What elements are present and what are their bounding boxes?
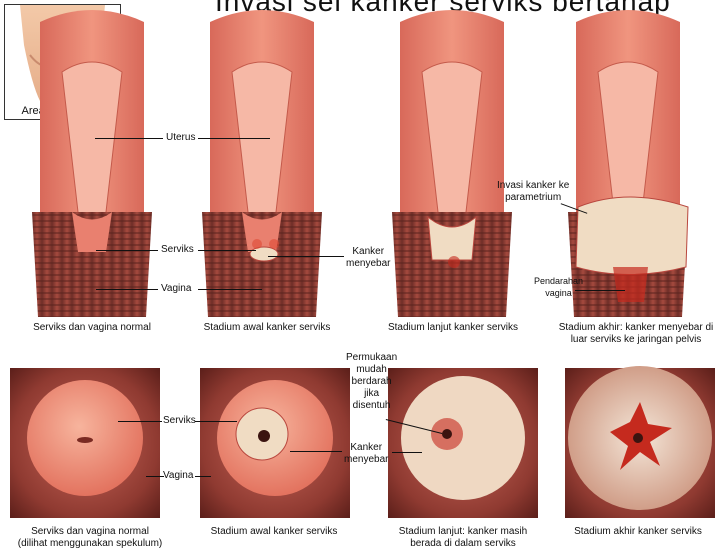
label-serviks: Serviks [161,244,194,256]
cervix-view-early [200,368,350,518]
label-uterus: Uterus [166,132,195,144]
serviks-leader-2 [198,250,256,251]
vagina-leader-bottom-2 [195,476,211,477]
uterus-illustrations [0,0,719,320]
label-vagina: Vagina [161,283,191,295]
caption-top-3: Stadium lanjut kanker serviks [380,322,526,334]
uterus-leader-2 [198,138,270,139]
cervix-view-late [565,366,715,518]
caption-bottom-1: Serviks dan vagina normal (dilihat mengg… [10,526,170,550]
caption-top-2: Stadium awal kanker serviks [194,322,340,334]
kanker-leader [268,256,344,257]
label-invasi: Invasi kanker ke parametrium [497,180,569,204]
vagina-leader-2 [198,289,262,290]
kanker-leader-bottom [290,451,342,452]
label-kanker-menyebar: Kanker menyebar [346,246,390,270]
uterus-leader [95,138,163,139]
caption-bottom-3: Stadium lanjut: kanker masih berada di d… [378,526,548,550]
vagina-leader-bottom [146,476,164,477]
label-pendarahan: Pendarahan vagina [534,275,583,299]
uterus-advanced [392,10,512,317]
serviks-leader [96,250,158,251]
serviks-leader-bottom [118,421,162,422]
caption-top-1: Serviks dan vagina normal [22,322,162,334]
serviks-leader-bottom-2 [195,421,237,422]
caption-bottom-4: Stadium akhir kanker serviks [558,526,718,538]
caption-bottom-2: Stadium awal kanker serviks [194,526,354,538]
kanker-leader-bottom-2 [392,452,422,453]
caption-top-4: Stadium akhir: kanker menyebar di luar s… [553,322,719,346]
label-vagina-bottom: Vagina [163,470,193,482]
cervix-view-normal [10,368,160,518]
label-kanker-menyebar-bottom: Kanker menyebar [344,442,388,466]
uterus-late [568,10,688,317]
uterus-normal [32,10,152,317]
label-serviks-bottom: Serviks [163,415,196,427]
vagina-leader [96,289,158,290]
cervix-view-advanced [388,368,538,518]
uterus-early [202,10,322,317]
label-permukaan: Permukaan mudah berdarah jika disentuh [346,352,397,412]
